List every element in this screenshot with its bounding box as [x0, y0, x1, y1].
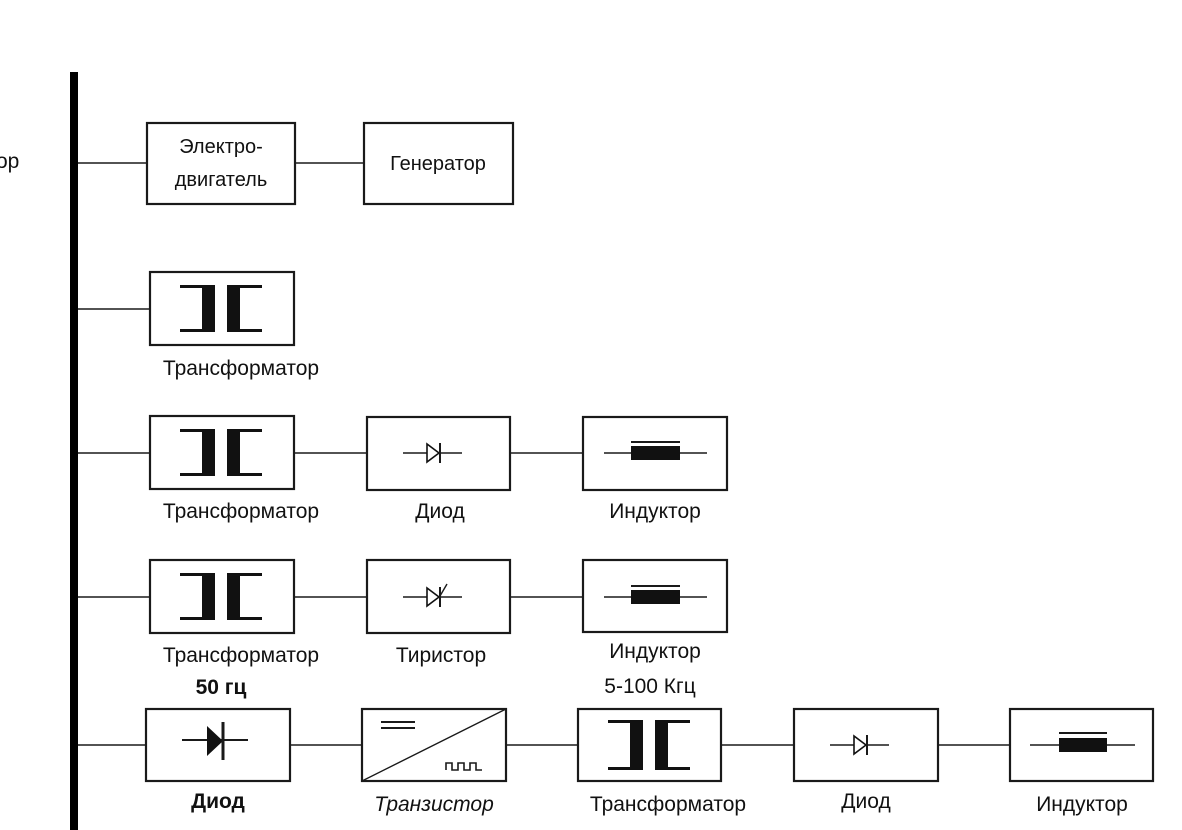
transformer-label: Трансформатор: [163, 357, 319, 380]
thyristor-label: Тиристор: [396, 644, 486, 667]
diode-icon: [403, 442, 462, 464]
diode-icon: [830, 734, 889, 756]
transformer-icon: [180, 285, 262, 332]
motor-label-line2: двигатель: [175, 169, 268, 191]
transformer-label: Трансформатор: [590, 793, 746, 816]
transformer-block: [576, 707, 723, 783]
row-thyristor-chain: Трансформатор Тиристор Индуктор: [78, 558, 729, 667]
inductor-label: Индуктор: [609, 640, 701, 663]
row-diode-chain: Трансформатор Диод Индуктор: [78, 414, 729, 523]
inductor-label: Индуктор: [1036, 793, 1128, 816]
inductor-icon: [604, 585, 707, 604]
inductor-icon: [604, 441, 707, 460]
row-motor-generator: Электро- двигатель Генератор: [78, 121, 515, 206]
transformer-label: Трансформатор: [163, 644, 319, 667]
row-hf-chain: 50 гц 5-100 Кгц Диод Транзистор: [78, 675, 1155, 816]
inductor-icon: [1030, 732, 1135, 752]
transistor-label: Транзистор: [374, 793, 494, 816]
bus-label-fragment: ор: [0, 150, 19, 173]
diode-icon: [182, 722, 248, 760]
generator-label: Генератор: [390, 153, 486, 175]
transformer-icon: [180, 573, 262, 620]
transformer-icon: [608, 720, 690, 770]
diode-label: Диод: [841, 790, 890, 813]
row-transformer: Трансформатор: [78, 270, 319, 380]
frequency-50hz-annotation: 50 гц: [196, 676, 247, 699]
motor-label-line1: Электро-: [179, 136, 263, 158]
diode-label: Диод: [191, 790, 245, 813]
motor-block: [145, 121, 297, 206]
transformer-icon: [180, 429, 262, 476]
transformer-block: [148, 414, 296, 491]
diode-label: Диод: [415, 500, 464, 523]
thyristor-icon: [403, 583, 462, 608]
frequency-khz-annotation: 5-100 Кгц: [604, 675, 695, 698]
transformer-block: [148, 558, 296, 635]
transformer-block: [148, 270, 296, 347]
transistor-icon: [361, 708, 507, 782]
inductor-label: Индуктор: [609, 500, 701, 523]
generator-block: [362, 121, 515, 206]
transformer-label: Трансформатор: [163, 500, 319, 523]
